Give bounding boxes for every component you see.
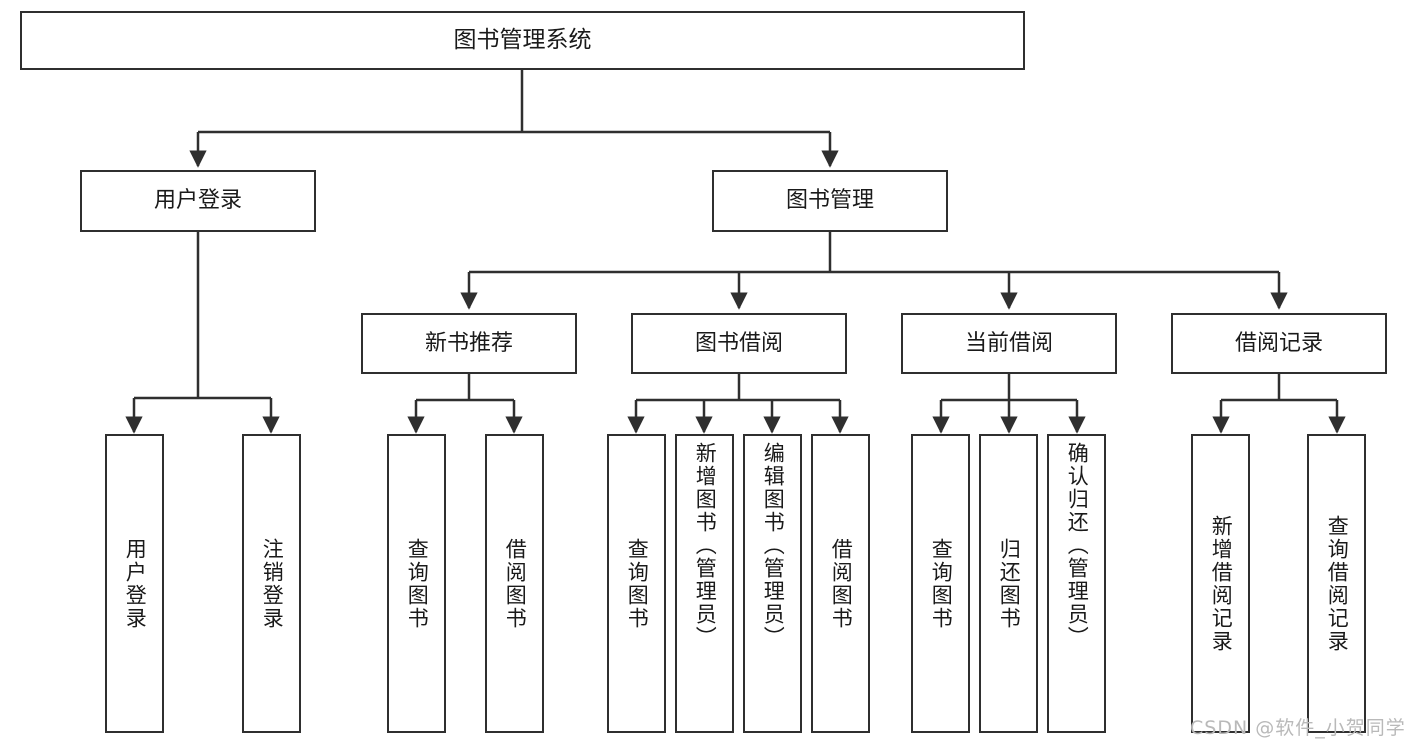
node-label: 图书管理 — [785, 188, 874, 214]
node-leaf-borrow-book[interactable]: 借阅图书 — [811, 434, 870, 733]
node-label: 借阅记录 — [1234, 330, 1323, 356]
node-label: 查询图书 — [929, 537, 954, 630]
node-new-book-recommend[interactable]: 新书推荐 — [361, 313, 577, 374]
node-label: 归还图书 — [997, 537, 1022, 630]
node-label: 用户登录 — [153, 188, 242, 214]
node-label: 编辑图书（管理员） — [761, 442, 786, 649]
node-current-borrow[interactable]: 当前借阅 — [901, 313, 1117, 374]
node-root-book-management-system[interactable]: 图书管理系统 — [20, 11, 1025, 70]
node-label: 注销登录 — [260, 537, 285, 630]
node-leaf-logout[interactable]: 注销登录 — [242, 434, 301, 733]
node-leaf-add-book-admin[interactable]: 新增图书（管理员） — [675, 434, 734, 733]
node-label: 查询图书 — [625, 537, 650, 630]
node-leaf-user-login[interactable]: 用户登录 — [105, 434, 164, 733]
node-leaf-query-book-borrow[interactable]: 查询图书 — [607, 434, 666, 733]
node-leaf-edit-book-admin[interactable]: 编辑图书（管理员） — [743, 434, 802, 733]
node-label: 查询图书 — [405, 537, 430, 630]
node-leaf-return-book[interactable]: 归还图书 — [979, 434, 1038, 733]
node-label: 新增借阅记录 — [1209, 514, 1234, 653]
node-label: 图书借阅 — [694, 330, 783, 356]
node-leaf-query-book-recommend[interactable]: 查询图书 — [387, 434, 446, 733]
node-leaf-query-book-current[interactable]: 查询图书 — [911, 434, 970, 733]
node-user-login[interactable]: 用户登录 — [80, 170, 316, 232]
watermark-text: CSDN @软件_小贺同学 — [1190, 717, 1405, 739]
node-label: 新书推荐 — [424, 330, 513, 356]
node-label: 查询借阅记录 — [1325, 514, 1350, 653]
node-label: 新增图书（管理员） — [693, 442, 718, 649]
node-leaf-query-borrow-record[interactable]: 查询借阅记录 — [1307, 434, 1366, 733]
node-book-management[interactable]: 图书管理 — [712, 170, 948, 232]
node-book-borrow[interactable]: 图书借阅 — [631, 313, 847, 374]
node-label: 借阅图书 — [503, 537, 528, 630]
node-borrow-record[interactable]: 借阅记录 — [1171, 313, 1387, 374]
node-leaf-confirm-return-admin[interactable]: 确认归还（管理员） — [1047, 434, 1106, 733]
node-label: 借阅图书 — [829, 537, 854, 630]
node-label: 用户登录 — [123, 537, 148, 630]
node-label: 当前借阅 — [964, 330, 1053, 356]
node-leaf-borrow-book-recommend[interactable]: 借阅图书 — [485, 434, 544, 733]
node-leaf-add-borrow-record[interactable]: 新增借阅记录 — [1191, 434, 1250, 733]
node-label: 确认归还（管理员） — [1065, 442, 1090, 649]
node-label: 图书管理系统 — [453, 27, 592, 54]
